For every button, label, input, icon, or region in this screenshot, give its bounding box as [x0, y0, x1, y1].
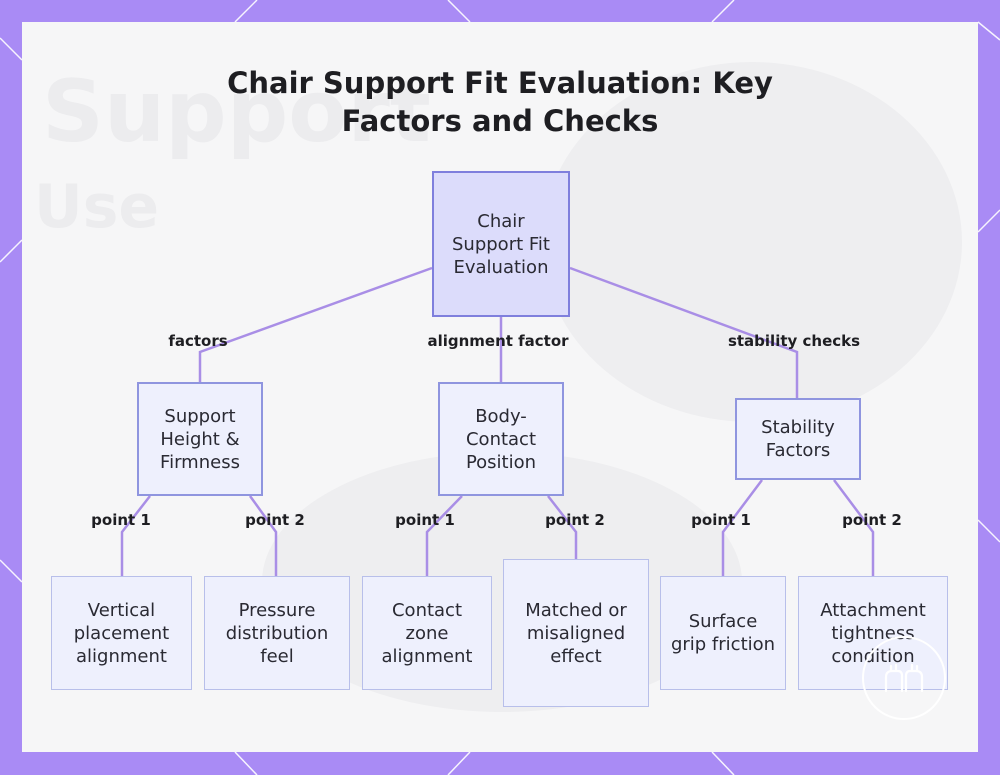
edge-contact-zone — [425, 495, 463, 577]
background-word: Use — [34, 172, 160, 242]
node-contact-zone-alignment: Contact zone alignment — [362, 576, 492, 690]
edge-root-height — [198, 266, 433, 382]
node-vertical-placement-alignment: Vertical placement alignment — [51, 576, 192, 690]
node-stability-factors: Stability Factors — [735, 398, 861, 480]
edge-label-stability-checks: stability checks — [727, 332, 861, 350]
node-matched-or-misaligned-effect: Matched or misaligned effect — [503, 559, 649, 707]
edge-height-vertical — [120, 495, 151, 577]
connector-lines — [120, 266, 875, 577]
edge-label-point-1: point 1 — [91, 511, 151, 529]
node-body-contact-position: Body-Contact Position — [438, 382, 564, 496]
node-chair-support-fit-evaluation: Chair Support Fit Evaluation — [432, 171, 570, 317]
node-support-height-firmness: Support Height & Firmness — [137, 382, 263, 496]
edge-stability-attachment — [833, 479, 875, 577]
node-surface-grip-friction: Surface grip friction — [660, 576, 786, 690]
title-line-1: Chair Support Fit Evaluation: Key — [227, 66, 773, 100]
edge-contact-matched — [547, 495, 578, 560]
background-word: Support — [42, 62, 431, 162]
edge-stability-surface — [721, 479, 763, 577]
edge-label-point-2: point 2 — [842, 511, 902, 529]
edge-label-alignment-factor: alignment factor — [427, 332, 569, 350]
edge-label-point-2: point 2 — [245, 511, 305, 529]
edge-height-pressure — [248, 495, 278, 577]
edge-label-point-2: point 2 — [545, 511, 605, 529]
edge-root-stability — [569, 266, 799, 398]
logo-badge-icon — [862, 636, 946, 720]
background-shape — [542, 62, 962, 422]
node-pressure-distribution-feel: Pressure distribution feel — [204, 576, 350, 690]
title-line-2: Factors and Checks — [341, 104, 659, 138]
edge-label-point-1: point 1 — [395, 511, 455, 529]
hands-icon — [884, 663, 924, 693]
edge-label-point-1: point 1 — [691, 511, 751, 529]
diagram-title: Chair Support Fit Evaluation: Key Factor… — [22, 64, 978, 140]
diagram-panel: Support Use Chair Support Fit Evaluation… — [22, 22, 978, 752]
edge-label-factors: factors — [168, 332, 228, 350]
